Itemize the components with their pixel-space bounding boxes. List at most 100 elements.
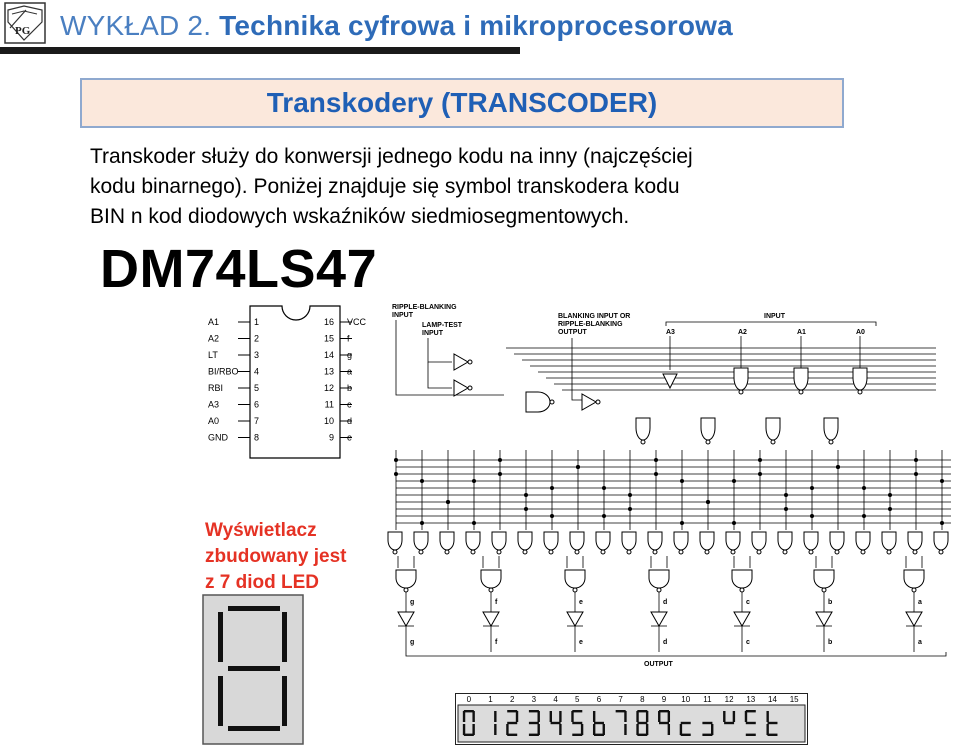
strip-digit-segment <box>571 711 574 722</box>
strip-digit-segment <box>528 733 539 736</box>
pin-number-left: 5 <box>254 383 259 393</box>
strip-digit-segment <box>766 724 769 735</box>
code-number: 9 <box>662 695 667 704</box>
input-a3: A3 <box>666 329 675 336</box>
segment-output-label: f <box>495 599 498 606</box>
pin-name-left: BI/RBO <box>208 367 239 377</box>
strip-digit-segment <box>559 724 562 735</box>
segment-output-label: g <box>410 639 414 646</box>
pin-name-right: VCC <box>347 317 367 327</box>
logo-text: PG <box>15 25 31 37</box>
strip-digit-segment <box>711 724 714 735</box>
segment-output-label: c <box>746 599 750 606</box>
lt-label-line2: INPUT <box>422 330 444 337</box>
pin-name-right: d <box>347 416 352 426</box>
code-number: 4 <box>553 695 558 704</box>
description-line: Transkoder służy do konwersji jednego ko… <box>90 145 693 168</box>
strip-digit-segment <box>680 733 691 736</box>
strip-digit-segment <box>515 711 519 722</box>
logic-diagram: RIPPLE-BLANKING INPUT LAMP-TEST INPUT BL… <box>387 304 951 668</box>
strip-digit-segment <box>624 724 627 735</box>
segment-d <box>228 726 280 731</box>
code-number: 6 <box>597 695 602 704</box>
pin-number-right: 9 <box>329 433 334 443</box>
strip-digit-segment <box>463 733 474 736</box>
segment-output-label: d <box>663 639 667 646</box>
strip-digit-segment <box>744 711 748 722</box>
pin-number-right: 10 <box>324 416 334 426</box>
strip-digit-segment <box>592 724 596 735</box>
section-title: Transkodery (TRANSCODER) <box>266 87 658 118</box>
display-caption: Wyświetlacz zbudowany jest z 7 diod LED <box>205 518 346 596</box>
header-title: WYKŁAD 2. Technika cyfrowa i mikroproces… <box>60 10 733 42</box>
strip-digit-segment <box>679 724 683 735</box>
header-divider <box>0 47 520 54</box>
rbi-label-line1: RIPPLE-BLANKING <box>392 304 457 311</box>
strip-digit-segment <box>463 710 474 713</box>
code-number: 11 <box>703 695 712 704</box>
pin-name-right: g <box>347 350 352 360</box>
caption-line: zbudowany jest <box>205 546 347 567</box>
rbi-label-line2: INPUT <box>392 312 414 319</box>
code-number: 13 <box>746 695 755 704</box>
strip-digit-segment <box>494 711 497 722</box>
segment-output-label: e <box>579 599 583 606</box>
pin-number-right: 11 <box>325 400 334 410</box>
strip-digit-segment <box>702 733 713 736</box>
segment-output-label: e <box>579 639 583 646</box>
input-a0: A0 <box>856 329 865 336</box>
segment-output-label: a <box>918 599 922 606</box>
segment-f <box>218 612 223 662</box>
part-number: DM74LS47 <box>100 239 378 299</box>
pin-number-left: 2 <box>254 334 259 344</box>
segment-e <box>218 676 223 726</box>
bi-label-line3: OUTPUT <box>558 329 588 336</box>
bi-label-line1: BLANKING INPUT OR <box>558 313 630 320</box>
pin-name-right: f <box>347 334 350 344</box>
strip-digit-segment <box>572 721 583 725</box>
segment-c <box>282 676 287 726</box>
strip-digit-segment <box>658 711 661 722</box>
code-number: 8 <box>640 695 645 704</box>
input-a1: A1 <box>797 329 806 336</box>
segment-g <box>228 666 280 671</box>
code-number: 10 <box>681 695 690 704</box>
strip-digit-segment <box>615 710 626 713</box>
segment-output-label: g <box>410 599 414 606</box>
strip-digit-segment <box>659 721 670 725</box>
pin-number-left: 4 <box>254 367 259 377</box>
strip-digit-segment <box>528 710 539 713</box>
code-number: 2 <box>510 695 515 704</box>
strip-digit-segment <box>507 733 518 736</box>
strip-digit-segment <box>462 711 466 722</box>
strip-digit-segment <box>637 733 648 736</box>
strip-digit-segment <box>745 710 756 713</box>
strip-digit-segment <box>593 733 604 736</box>
strip-digit-segment <box>702 721 713 725</box>
pin-number-right: 15 <box>324 334 334 344</box>
strip-digit-segment <box>593 721 604 725</box>
output-label: OUTPUT <box>644 661 674 668</box>
bi-label-line2: RIPPLE-BLANKING <box>558 321 623 328</box>
pin-number-left: 7 <box>254 416 259 426</box>
code-number: 12 <box>725 695 734 704</box>
strip-digit-segment <box>645 724 649 735</box>
pin-number-left: 6 <box>254 400 259 410</box>
strip-digit-segment <box>537 711 540 722</box>
description-line: BIN n kod diodowych wskaźników siedmiose… <box>90 205 630 228</box>
strip-digit-segment <box>724 721 735 725</box>
pin-name-left: GND <box>208 433 229 443</box>
segment-output-label: b <box>828 639 832 646</box>
pin-number-left: 8 <box>254 433 259 443</box>
strip-digit-segment <box>659 710 670 713</box>
pin-name-right: b <box>347 383 352 393</box>
segment-output-label: d <box>663 599 667 606</box>
lt-label-line1: LAMP-TEST <box>422 322 463 329</box>
strip-digit-segment <box>745 721 756 725</box>
pin-number-right: 14 <box>324 350 334 360</box>
segment-output-label: f <box>495 639 498 646</box>
strip-digit-segment <box>506 724 509 735</box>
input-a2: A2 <box>738 329 747 336</box>
strip-digit-segment <box>637 721 648 725</box>
